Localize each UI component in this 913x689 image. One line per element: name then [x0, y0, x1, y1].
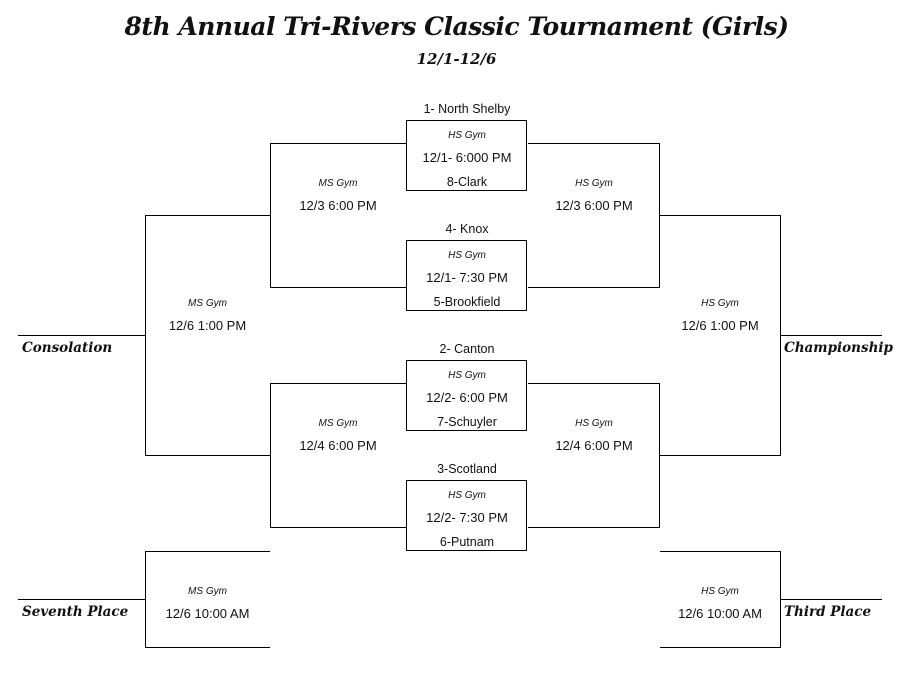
- game-box-2: [406, 240, 527, 311]
- team-knox: 4- Knox: [445, 222, 489, 236]
- third-place-time: 12/6 10:00 AM: [678, 606, 762, 621]
- consolation-semi-top-gym: MS Gym: [318, 178, 358, 189]
- game-2-gym: HS Gym: [448, 250, 486, 261]
- game-3-time: 12/2- 6:00 PM: [426, 390, 508, 405]
- consolation-semi-top-time: 12/3 6:00 PM: [299, 198, 377, 213]
- game-1-gym: HS Gym: [448, 130, 486, 141]
- game-4-time: 12/2- 7:30 PM: [426, 510, 508, 525]
- game-box-4: [406, 480, 527, 551]
- seventh-place-label: Seventh Place: [22, 604, 129, 620]
- team-brookfield: 5-Brookfield: [433, 295, 501, 309]
- team-clark: 8-Clark: [446, 175, 488, 189]
- team-canton: 2- Canton: [439, 342, 495, 356]
- third-place-gym: HS Gym: [701, 586, 739, 597]
- consolation-semi-bottom-gym: MS Gym: [318, 418, 358, 429]
- tournament-dates: 12/1-12/6: [416, 50, 497, 68]
- game-box-3: [406, 360, 527, 431]
- championship-label: Championship: [784, 340, 893, 356]
- game-1-time: 12/1- 6:000 PM: [422, 150, 512, 165]
- consolation-final-time: 12/6 1:00 PM: [168, 318, 247, 333]
- game-3-gym: HS Gym: [448, 370, 486, 381]
- championship-final-gym: HS Gym: [701, 298, 739, 309]
- seventh-place-time: 12/6 10:00 AM: [165, 606, 250, 621]
- consolation-semi-bottom-time: 12/4 6:00 PM: [299, 438, 377, 453]
- team-putnam: 6-Putnam: [439, 535, 495, 549]
- page-title: 8th Annual Tri-Rivers Classic Tournament…: [124, 12, 789, 41]
- winners-semi-bottom-time: 12/4 6:00 PM: [555, 438, 633, 453]
- winners-semi-top-gym: HS Gym: [575, 178, 613, 189]
- team-schuyler: 7-Schuyler: [437, 415, 497, 429]
- game-2-time: 12/1- 7:30 PM: [426, 270, 508, 285]
- consolation-label: Consolation: [22, 340, 113, 356]
- third-place-label: Third Place: [784, 604, 872, 620]
- winners-semi-top-time: 12/3 6:00 PM: [555, 198, 633, 213]
- seventh-place-gym: MS Gym: [188, 586, 227, 597]
- team-scotland: 3-Scotland: [437, 462, 497, 476]
- team-north-shelby: 1- North Shelby: [423, 102, 511, 116]
- winners-semi-bottom-gym: HS Gym: [575, 418, 613, 429]
- game-box-1: [406, 120, 527, 191]
- game-4-gym: HS Gym: [448, 490, 486, 501]
- championship-final-time: 12/6 1:00 PM: [681, 318, 759, 333]
- consolation-final-gym: MS Gym: [188, 298, 227, 309]
